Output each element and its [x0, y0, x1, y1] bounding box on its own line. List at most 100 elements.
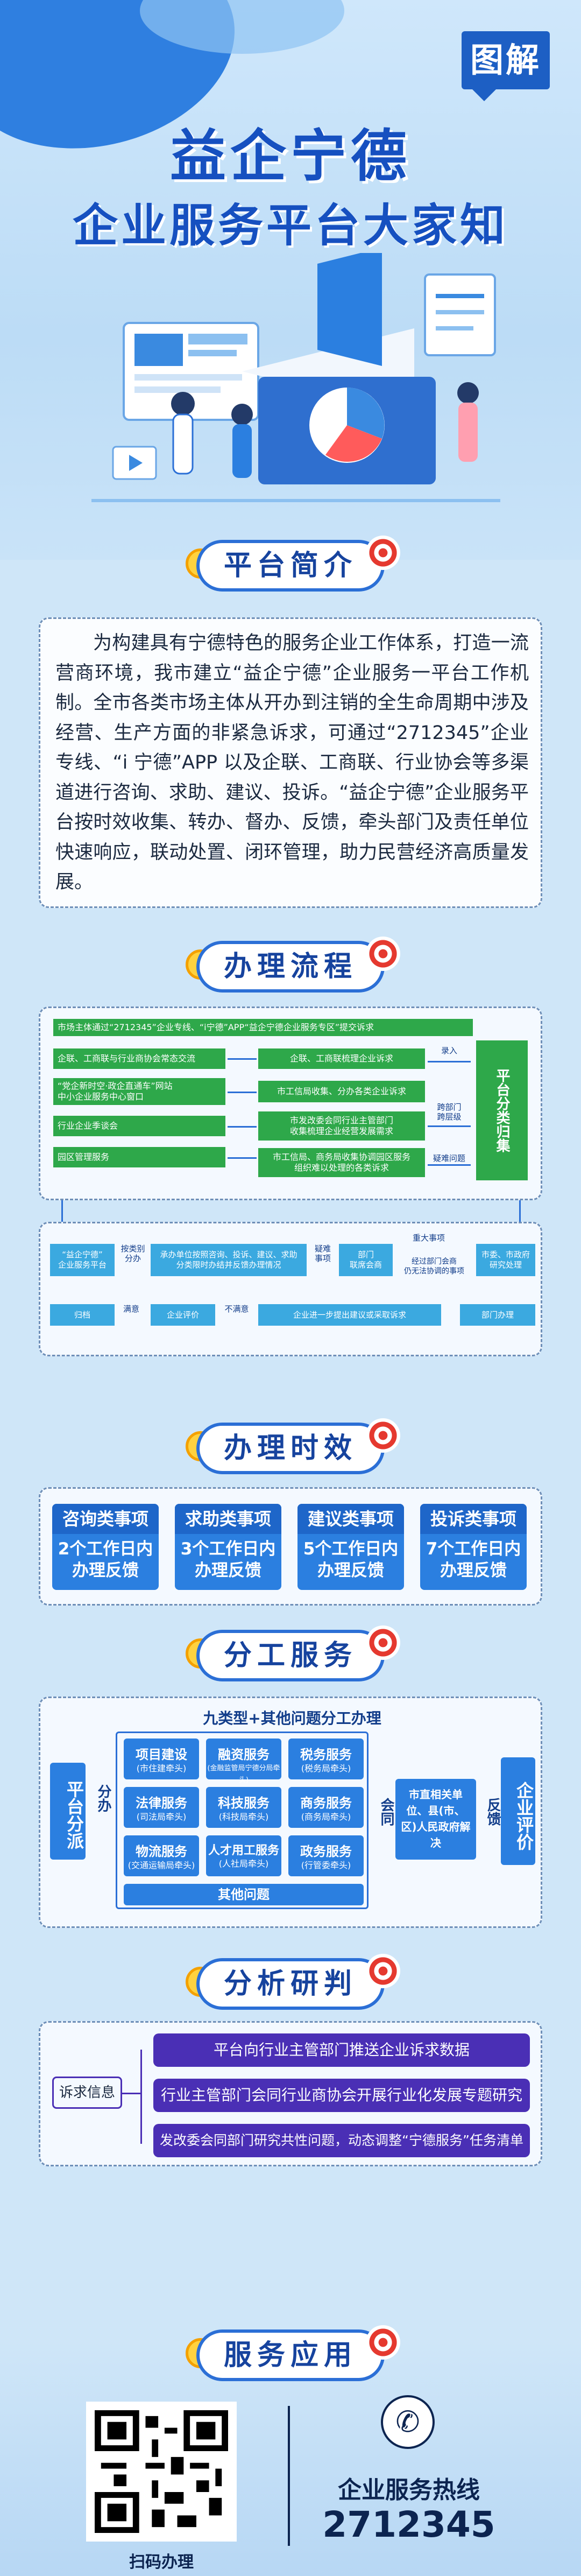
section-title: 服务应用: [196, 2329, 385, 2381]
qr-label: 扫码办理: [129, 2553, 194, 2572]
page-subtitle: 企业服务平台大家知: [72, 199, 508, 252]
division-card: 九类型+其他问题分工办理 平台分派 分办 项目建设(市住建牵头) 融资服务 (金融…: [39, 1697, 542, 1928]
flow-top-bar: 市场主体通过“2712345”企业专线、“i宁德”APP“益企宁德企业服务专区”…: [53, 1019, 473, 1036]
flow-connector: [519, 1200, 521, 1222]
time-cell-line: 5个工作日内: [303, 1539, 399, 1559]
section-banner-division: 分工服务: [0, 1620, 581, 1685]
division-item-name: 法律服务: [136, 1796, 187, 1811]
flow-joint-box: 部门 联席会商: [339, 1244, 393, 1276]
analysis-section: 分析研判 诉求信息 平台向行业主管部门推送企业诉求数据 行业主管部门会同行业商协…: [0, 1948, 581, 2180]
target-icon: [366, 1418, 400, 1453]
time-cell: 咨询类事项 2个工作日内 办理反馈: [52, 1504, 159, 1590]
flow-label: 不满意: [224, 1304, 249, 1314]
division-item-name: 政务服务: [300, 1844, 352, 1859]
division-left: 平台分派: [50, 1763, 86, 1860]
division-item-sub: (司法局牵头): [136, 1812, 187, 1822]
division-heading: 九类型+其他问题分工办理: [203, 1709, 381, 1727]
division-item-name: 税务服务: [300, 1747, 352, 1762]
intro-card: 为构建具有宁德特色的服务企业工作体系，打造一流营商环境，我市建立“益企宁德”企业…: [39, 617, 542, 908]
service-section: 服务应用 扫码办理 ✆ 企业服务热线 2712345: [0, 2325, 581, 2576]
flow-section: 办理流程 市场主体通过“2712345”企业专线、“i宁德”APP“益企宁德企业…: [0, 931, 581, 1416]
qr-icon: [95, 2410, 228, 2533]
page-title: 益企宁德: [169, 123, 411, 189]
flow-label: 疑难 事项: [314, 1244, 331, 1263]
hotline-number[interactable]: 2712345: [322, 2504, 495, 2545]
section-banner-flow: 办理流程: [0, 931, 581, 996]
section-title: 平台简介: [196, 540, 385, 592]
phone-icon: ✆: [381, 2395, 435, 2449]
division-item: 物流服务(交通运输局牵头): [124, 1835, 199, 1876]
time-cell: 建议类事项 5个工作日内 办理反馈: [297, 1504, 404, 1590]
flow-arrow: [228, 1126, 257, 1128]
time-cell-line: 2个工作日内: [58, 1539, 153, 1559]
flow-mid-box: 企联、工商联梳理企业诉求: [258, 1048, 425, 1069]
flow-label-entry: 录入: [441, 1046, 457, 1055]
flow-undertake-box: 承办单位按照咨询、投诉、建议、求助 分类限时办结并反馈办理情况: [151, 1244, 307, 1276]
service-divider: [288, 2406, 290, 2546]
division-item-name: 人才用工服务: [208, 1844, 279, 1857]
time-cell-head: 咨询类事项: [52, 1504, 159, 1534]
division-fenban: 分办: [95, 1784, 111, 1812]
flow-mid-box: 市发改委会同行业主管部门 收集梳理企业经营发展需求: [258, 1111, 425, 1141]
flow-reform-box: 市委、市政府 研究处理: [476, 1244, 535, 1276]
time-grid: 咨询类事项 2个工作日内 办理反馈 求助类事项 3个工作日内 办理反馈 建议类事…: [52, 1504, 536, 1590]
time-cell-line: 办理反馈: [440, 1561, 507, 1580]
flow-arrow: [228, 1092, 257, 1093]
target-icon: [366, 1954, 400, 1988]
division-item: 项目建设(市住建牵头): [124, 1739, 199, 1779]
flow-further-box: 企业进一步提出建议或采取诉求: [258, 1304, 441, 1326]
time-cell-head: 建议类事项: [297, 1504, 404, 1534]
flow-arrow: [428, 1125, 471, 1127]
time-section: 办理时效 咨询类事项 2个工作日内 办理反馈 求助类事项 3个工作日内 办理反馈…: [0, 1413, 581, 1628]
division-item-sub: (市住建牵头): [136, 1763, 187, 1773]
flow-handle-box: 部门办理: [460, 1304, 535, 1326]
time-card: 咨询类事项 2个工作日内 办理反馈 求助类事项 3个工作日内 办理反馈 建议类事…: [39, 1487, 542, 1606]
division-item-sub: (科技局牵头): [218, 1812, 269, 1822]
division-item-sub: (商务局牵头): [301, 1812, 351, 1822]
flow-arrow: [428, 1061, 471, 1062]
flow-right-box: 平台分类归集: [476, 1040, 528, 1180]
intro-section: 平台简介 为构建具有宁德特色的服务企业工作体系，打造一流营商环境，我市建立“益企…: [0, 530, 581, 923]
division-item: 税务服务(税务局牵头): [288, 1739, 364, 1779]
division-huitong: 会同: [378, 1798, 394, 1826]
target-icon: [366, 937, 400, 971]
flow-left-box: 园区管理服务: [53, 1147, 225, 1167]
division-item-name: 科技服务: [218, 1796, 270, 1811]
division-section: 分工服务 九类型+其他问题分工办理 平台分派 分办 项目建设(市住建牵头) 融资…: [0, 1620, 581, 1954]
section-banner-analysis: 分析研判: [0, 1948, 581, 2013]
time-cell-line: 7个工作日内: [426, 1539, 521, 1559]
division-item: 人才用工服务 (人社局牵头): [206, 1835, 281, 1876]
flow-label: 经过部门会商 仍无法协调的事项: [404, 1257, 464, 1276]
time-cell-line: 3个工作日内: [180, 1539, 276, 1559]
division-item-sub: (人社局牵头): [218, 1859, 269, 1869]
division-item-sub: (交通运输局牵头): [127, 1860, 195, 1870]
intro-paragraph: 为构建具有宁德特色的服务企业工作体系，打造一流营商环境，我市建立“益企宁德”企业…: [55, 632, 529, 893]
division-gov-box: 市直相关单位、县(市、区)人民政府解决: [395, 1779, 476, 1860]
section-banner-intro: 平台简介: [0, 530, 581, 595]
time-cell-line: 办理反馈: [317, 1561, 384, 1580]
division-item-name: 融资服务: [218, 1747, 270, 1762]
flow-label-cross: 跨部门 跨层级: [437, 1102, 462, 1122]
division-item-sub: (行管委牵头): [301, 1860, 351, 1870]
analysis-arrow: [122, 2093, 141, 2094]
division-item-sub: (金融监管局宁德分局牵头): [207, 1764, 280, 1784]
time-cell: 投诉类事项 7个工作日内 办理反馈: [420, 1504, 527, 1590]
flow-platform-box: “益企宁德” 企业服务平台: [50, 1244, 115, 1276]
section-title: 分析研判: [196, 1958, 385, 2010]
time-cell-head: 求助类事项: [175, 1504, 281, 1534]
flow-mid-box: 市工信局收集、分办各类企业诉求: [258, 1081, 425, 1102]
flow-connector: [61, 1200, 63, 1222]
flow-bottom-card: “益企宁德” 企业服务平台 按类别 分办 承办单位按照咨询、投诉、建议、求助 分…: [39, 1222, 542, 1356]
section-banner-time: 办理时效: [0, 1413, 581, 1477]
division-item: 商务服务(商务局牵头): [288, 1787, 364, 1828]
division-item-sub: (税务局牵头): [301, 1763, 351, 1773]
division-item-name: 物流服务: [136, 1844, 187, 1859]
division-item-name: 项目建设: [136, 1747, 187, 1762]
qr-code[interactable]: [86, 2402, 237, 2542]
flow-label: 按类别 分办: [121, 1244, 145, 1263]
flow-left-box: “党企新时空·政企直通车”网站 中小企业服务中心窗口: [53, 1078, 225, 1105]
division-item: 政务服务(行管委牵头): [288, 1835, 364, 1876]
analysis-row: 行业主管部门会同行业商协会开展行业化发展专题研究: [153, 2079, 530, 2112]
division-item: 科技服务(科技局牵头): [206, 1787, 281, 1828]
tuijie-tag: 图解: [462, 31, 550, 101]
